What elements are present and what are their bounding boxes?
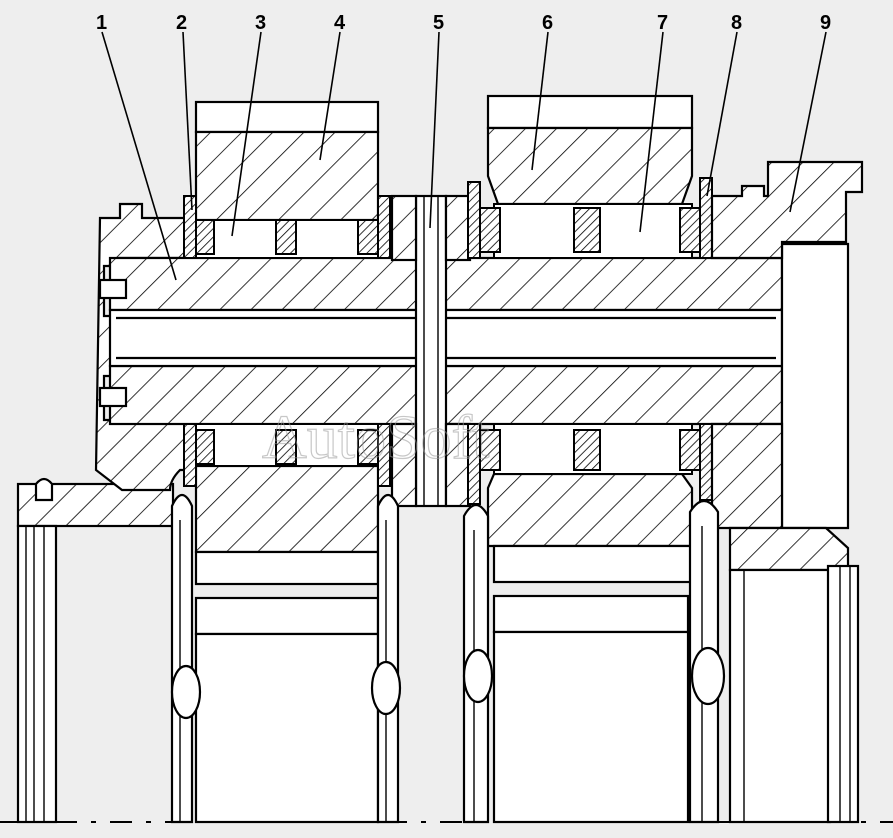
left-piston-column xyxy=(170,493,402,824)
callout-8: 8 xyxy=(731,12,742,34)
callout-6: 6 xyxy=(542,12,553,34)
callout-1: 1 xyxy=(96,12,107,34)
watermark: AutoSoft xyxy=(262,404,489,472)
callout-9: 9 xyxy=(820,12,831,34)
right-hub-lower xyxy=(710,422,784,530)
shaft-flange xyxy=(780,242,850,530)
shaft-plug-lower xyxy=(98,386,128,408)
shaft-plug-upper xyxy=(98,278,128,300)
callout-2: 2 xyxy=(176,12,187,34)
right-gear xyxy=(486,94,694,824)
callout-7: 7 xyxy=(657,12,668,34)
bearing-cages xyxy=(195,207,703,471)
callout-3: 3 xyxy=(255,12,266,34)
right-lower-flange xyxy=(728,526,850,572)
right-hub xyxy=(710,160,864,260)
callout-4: 4 xyxy=(334,12,346,34)
leader-lines xyxy=(101,31,827,281)
left-gear xyxy=(194,100,380,824)
oil-passage xyxy=(414,194,448,508)
left-housing xyxy=(16,477,175,824)
thrust-washers xyxy=(183,177,713,505)
right-piston-column xyxy=(462,499,726,824)
callout-5: 5 xyxy=(433,12,444,34)
